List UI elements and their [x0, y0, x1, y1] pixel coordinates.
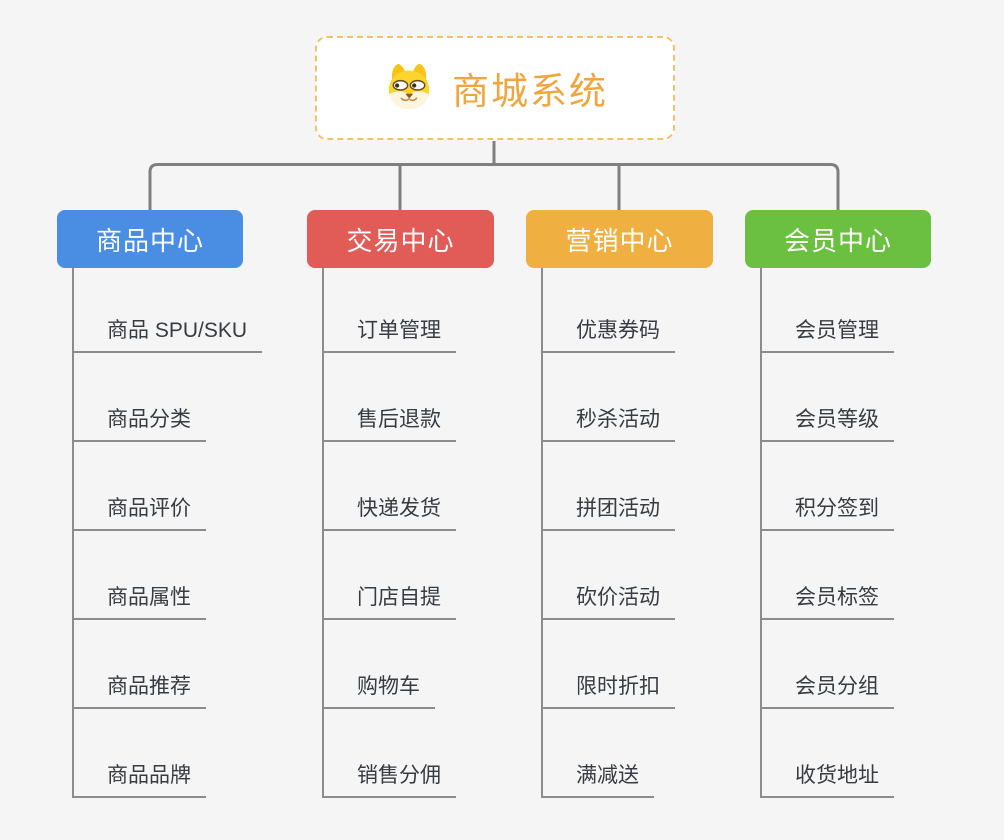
child-topic-node[interactable]: 商品 SPU/SKU	[74, 268, 263, 353]
child-topic-node[interactable]: 会员标签	[762, 531, 894, 620]
child-topic-node[interactable]: 商品推荐	[74, 620, 206, 709]
child-topic-node[interactable]: 收货地址	[762, 709, 894, 798]
branch-node[interactable]: 交易中心	[307, 210, 494, 268]
child-topic-node[interactable]: 订单管理	[324, 268, 456, 353]
topic-column: 订单管理售后退款快递发货门店自提购物车销售分佣	[322, 268, 456, 798]
child-topic-node[interactable]: 商品评价	[74, 442, 206, 531]
child-topic-node[interactable]: 拼团活动	[543, 442, 675, 531]
root-topic-title: 商城系统	[452, 71, 608, 112]
child-topic-node[interactable]: 积分签到	[762, 442, 894, 531]
child-topic-node[interactable]: 商品分类	[74, 353, 206, 442]
child-topic-node[interactable]: 售后退款	[324, 353, 456, 442]
root-topic-node[interactable]: 商城系统	[315, 36, 675, 140]
child-topic-node[interactable]: 优惠券码	[543, 268, 675, 353]
dog-face-icon	[388, 63, 430, 110]
child-topic-node[interactable]: 门店自提	[324, 531, 456, 620]
child-topic-node[interactable]: 砍价活动	[543, 531, 675, 620]
child-topic-node[interactable]: 满减送	[543, 709, 654, 798]
topic-column: 优惠券码秒杀活动拼团活动砍价活动限时折扣满减送	[541, 268, 675, 798]
child-topic-node[interactable]: 会员分组	[762, 620, 894, 709]
child-topic-node[interactable]: 快递发货	[324, 442, 456, 531]
child-topic-node[interactable]: 商品属性	[74, 531, 206, 620]
child-topic-node[interactable]: 秒杀活动	[543, 353, 675, 442]
child-topic-node[interactable]: 销售分佣	[324, 709, 456, 798]
child-topic-node[interactable]: 限时折扣	[543, 620, 675, 709]
child-topic-node[interactable]: 会员管理	[762, 268, 894, 353]
child-topic-node[interactable]: 商品品牌	[74, 709, 206, 798]
topic-column: 会员管理会员等级积分签到会员标签会员分组收货地址	[760, 268, 894, 798]
child-topic-node[interactable]: 会员等级	[762, 353, 894, 442]
child-topic-node[interactable]: 购物车	[324, 620, 435, 709]
branch-node[interactable]: 商品中心	[57, 210, 243, 268]
branch-node[interactable]: 营销中心	[526, 210, 713, 268]
branch-node[interactable]: 会员中心	[745, 210, 931, 268]
